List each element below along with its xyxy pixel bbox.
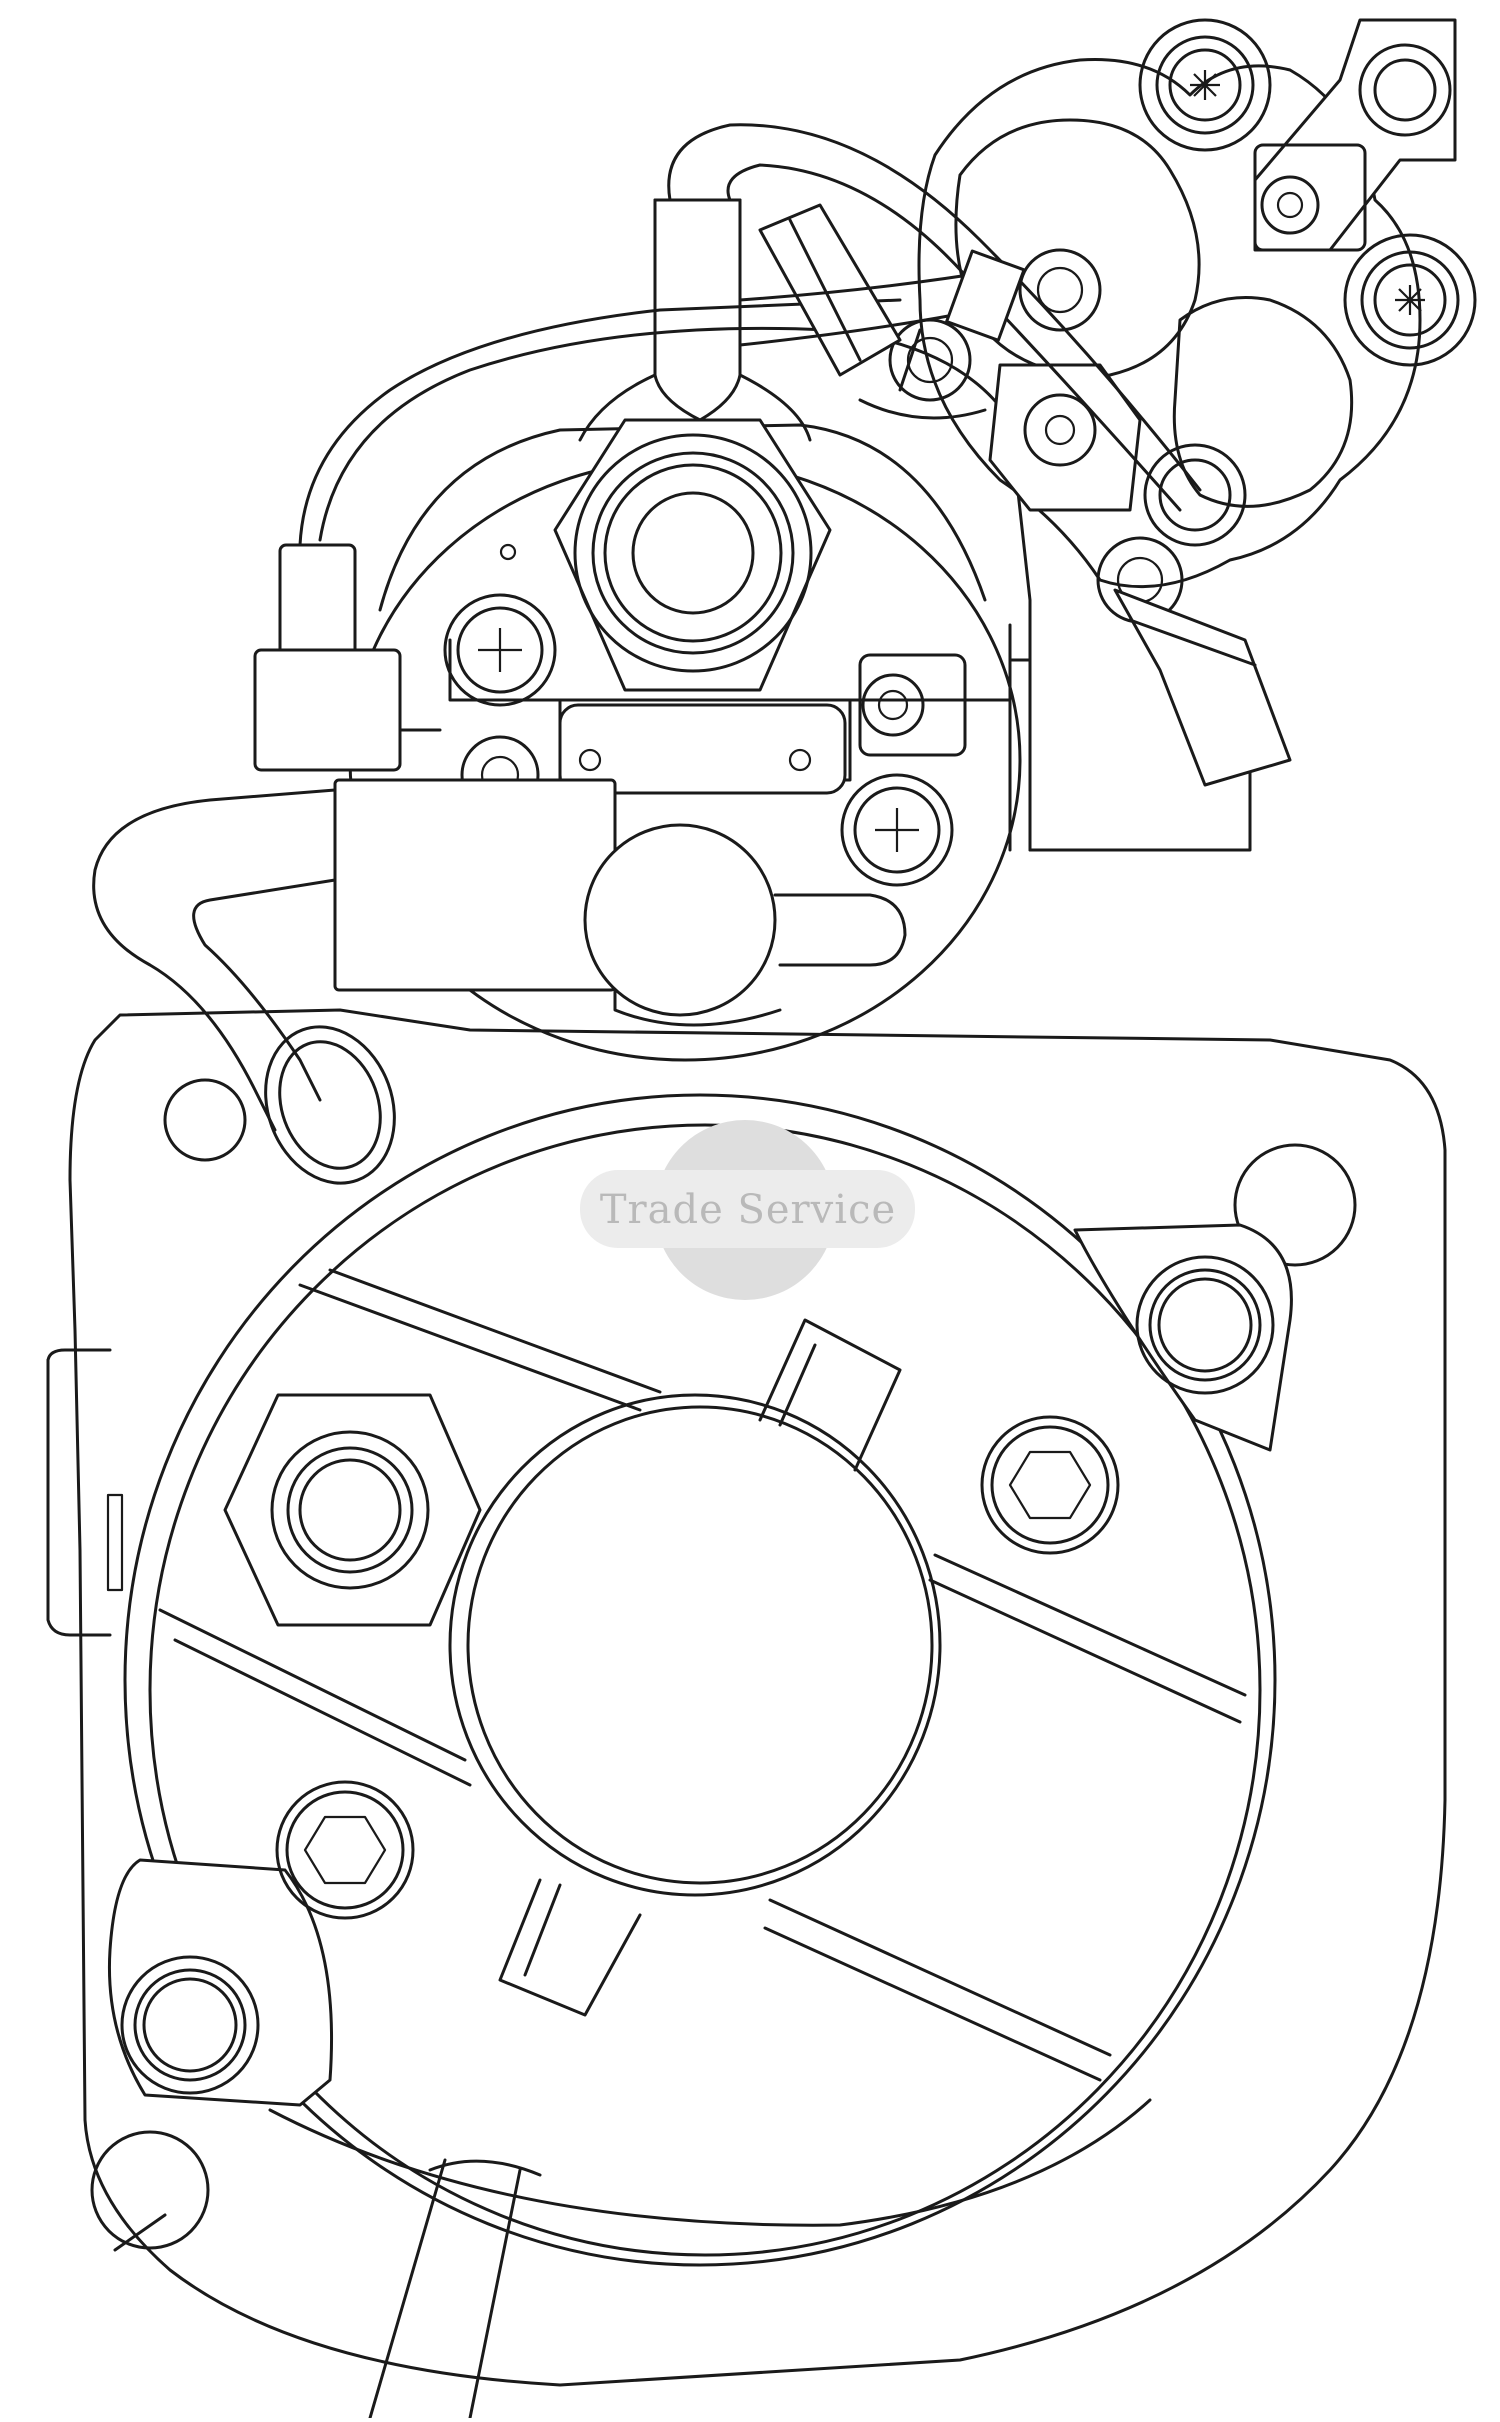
end-housing bbox=[107, 1093, 1293, 2420]
solenoid bbox=[298, 198, 1252, 1062]
wire-loop bbox=[667, 123, 1202, 512]
terminal-block bbox=[758, 18, 1477, 787]
watermark: Trade Service bbox=[580, 1120, 915, 1300]
cable-hose bbox=[92, 778, 907, 1185]
watermark-text: Trade Service bbox=[600, 1187, 896, 1233]
mounting-flange bbox=[46, 1008, 1447, 2387]
left-connector bbox=[253, 543, 442, 772]
